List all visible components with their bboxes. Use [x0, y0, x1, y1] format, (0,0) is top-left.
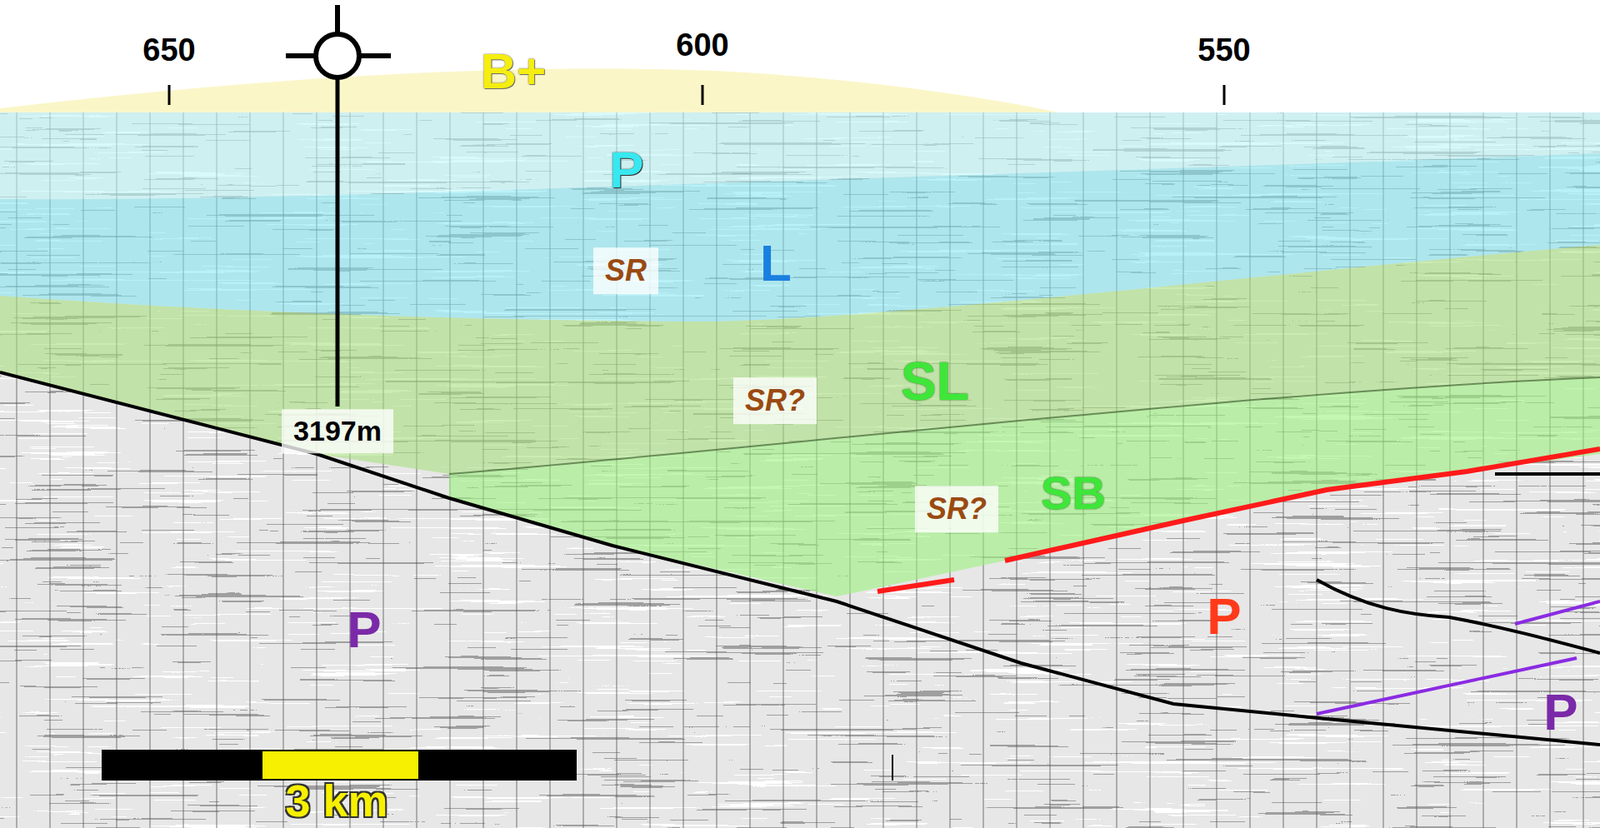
scale-bar: [262, 751, 419, 780]
scale-bar: [101, 750, 577, 781]
box-text: SR?: [926, 492, 987, 526]
trace-grid: [0, 112, 1600, 828]
axis-label: 550: [1197, 34, 1250, 66]
axis-label: 650: [142, 34, 195, 66]
fault-line: [0, 372, 1600, 745]
unit-label: P: [1543, 686, 1578, 739]
unit-label: P: [1206, 590, 1241, 643]
axis-tick: [701, 85, 705, 105]
purple-horizon: [1316, 658, 1577, 715]
label-box: SR: [593, 247, 659, 295]
unit-label: L: [760, 237, 792, 290]
axis-tick: [168, 85, 171, 105]
red-horizon: [877, 580, 955, 592]
well-symbol: [359, 53, 391, 59]
well-symbol: [315, 34, 360, 78]
well-path: [335, 77, 340, 407]
red-horizon: [1005, 449, 1600, 561]
sb-band: [449, 377, 1600, 597]
well-symbol: [285, 53, 316, 59]
label-box: 3197m: [281, 409, 394, 454]
label-box: SR?: [915, 485, 999, 533]
axis-label: 600: [675, 29, 729, 61]
label-box: SR?: [733, 377, 817, 425]
horizon-line: [449, 377, 1600, 475]
fault-line: [1316, 580, 1600, 654]
seismic-texture: [0, 112, 1600, 828]
box-text: SR?: [745, 384, 805, 418]
unit-label: P: [346, 604, 381, 656]
unit-label: SL: [900, 355, 970, 409]
unit-label: P: [609, 144, 644, 196]
axis-tick: [1223, 85, 1226, 105]
seismic-ground: [0, 112, 1600, 828]
unit-label: SB: [1040, 470, 1106, 517]
unit-label: B+: [480, 46, 546, 97]
axis-tick: [891, 755, 894, 781]
box-text: 3197m: [293, 415, 382, 447]
scale-label: 3 km: [285, 778, 388, 824]
purple-horizon: [1515, 601, 1600, 625]
well-symbol: [335, 5, 340, 35]
box-text: SR: [605, 254, 647, 288]
fault-line: [1495, 472, 1600, 476]
